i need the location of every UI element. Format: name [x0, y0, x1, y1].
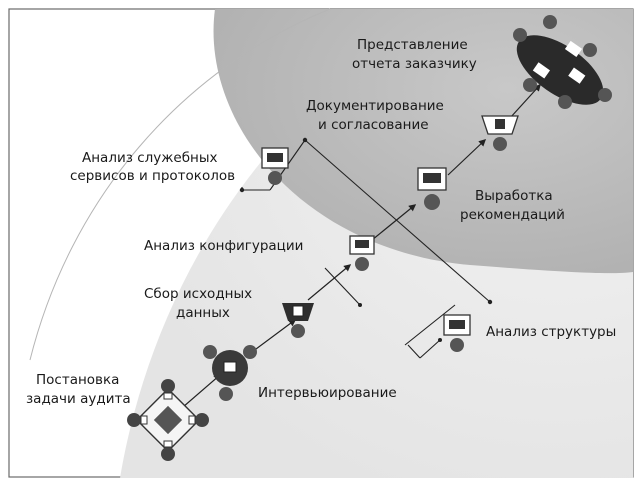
label-recommendations: Выработка рекомендаций: [460, 188, 565, 223]
label-documenting: Документирование и согласование: [306, 98, 448, 133]
recommendations-desk-icon: [417, 167, 447, 210]
dark-zone: [213, 9, 633, 274]
label-report: Представление отчета заказчику: [352, 37, 477, 72]
label-data-collection: Сбор исходных данных: [144, 286, 256, 321]
label-interviewing: Интервьюирование: [258, 385, 397, 401]
label-config-analysis: Анализ конфигурации: [144, 238, 303, 254]
structure-analysis-desk-icon: [443, 314, 471, 352]
data-collection-desk-icon: [282, 303, 314, 338]
report-meeting-table-icon: [513, 15, 612, 109]
services-analysis-desk-icon: [261, 147, 289, 185]
outer-arc: [29, 8, 331, 361]
label-structure-analysis: Анализ структуры: [486, 324, 616, 340]
documenting-desk-icon: [481, 115, 519, 151]
config-analysis-desk-icon: [349, 235, 375, 271]
label-problem-statement: Постановка задачи аудита: [26, 372, 131, 407]
label-services-analysis: Анализ служебных сервисов и протоколов: [70, 150, 235, 184]
meeting-table-icon: [127, 379, 209, 461]
branch-markers: [239, 137, 493, 342]
interview-table-icon: [203, 345, 257, 401]
